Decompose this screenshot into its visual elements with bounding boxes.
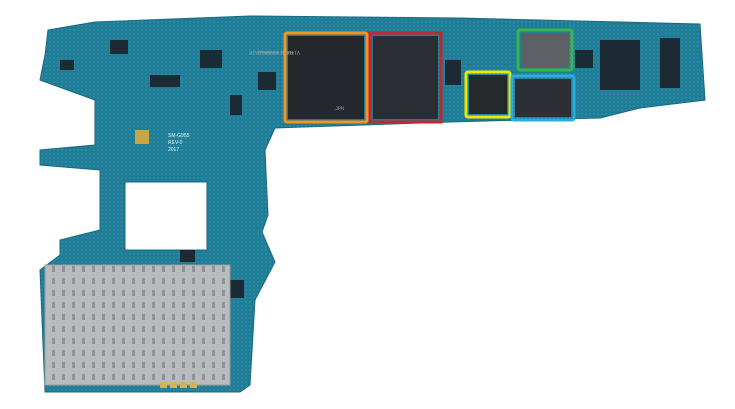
flash-chip bbox=[288, 36, 364, 119]
svg-text:SM-G955: SM-G955 bbox=[168, 133, 190, 139]
processor-chip bbox=[373, 36, 438, 119]
svg-text:V14051 1705KAE: V14051 1705KAE bbox=[258, 49, 300, 55]
svg-text:REV-0: REV-0 bbox=[168, 140, 183, 146]
green-chip bbox=[521, 33, 569, 67]
sim-tray-connector bbox=[44, 264, 231, 386]
svg-text:JPN: JPN bbox=[335, 106, 344, 112]
highlight-red bbox=[368, 31, 443, 124]
contact-pads bbox=[160, 382, 197, 388]
components bbox=[60, 38, 680, 298]
svg-text:THGAF4G9N4LBAIR: THGAF4G9N4LBAIR bbox=[249, 49, 294, 55]
svg-text:2017: 2017 bbox=[168, 147, 179, 153]
highlight-yellow bbox=[464, 70, 512, 119]
board-cutout bbox=[124, 181, 208, 251]
highlight-green bbox=[516, 28, 574, 72]
highlight-orange bbox=[283, 31, 369, 124]
blue-chip bbox=[515, 79, 571, 117]
highlight-blue bbox=[510, 74, 576, 122]
yellow-chip bbox=[469, 75, 507, 114]
